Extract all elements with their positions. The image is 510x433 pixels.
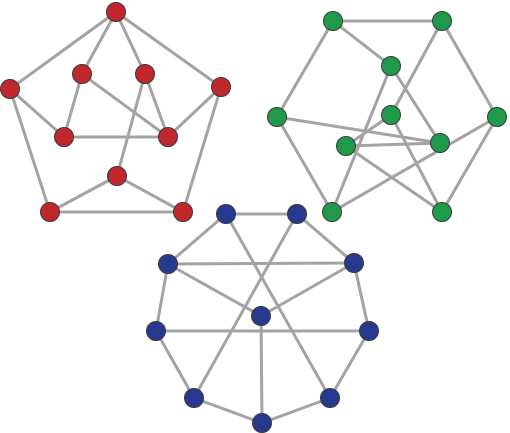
red-graph-node	[107, 166, 127, 186]
blue-graph-node	[158, 254, 178, 274]
red-graph-node	[211, 77, 231, 97]
blue-graph-node	[184, 388, 204, 408]
blue-graph-edge	[154, 262, 170, 333]
green-graph-node	[432, 11, 452, 31]
blue-graph-node	[359, 321, 379, 341]
red-graph-edge	[115, 72, 147, 178]
red-graph-edge	[114, 10, 223, 89]
blue-graph-edge	[192, 396, 264, 425]
red-graph-edge	[115, 174, 185, 214]
blue-graph-edge	[352, 261, 371, 333]
green-graph-edge	[440, 19, 499, 119]
blue-graph-node	[251, 306, 271, 326]
blue-graph-node	[287, 204, 307, 224]
red-graph-edge	[62, 72, 84, 139]
green-graph-node	[430, 133, 450, 153]
blue-graph-edge	[295, 212, 356, 265]
blue-graph-edge	[328, 329, 371, 400]
red-graph-edge	[166, 85, 223, 139]
blue-graph-edge	[259, 314, 264, 425]
red-graph-edge	[8, 10, 118, 91]
red-graph-edge	[80, 72, 170, 139]
red-graph-edge	[114, 10, 147, 76]
green-graph-edge	[389, 64, 442, 145]
green-graph-edge	[331, 19, 393, 68]
green-graph-node	[432, 202, 452, 222]
red-graph-node	[158, 127, 178, 147]
green-graph-edge	[344, 141, 442, 148]
green-graph-node	[323, 11, 343, 31]
green-graph-edge	[440, 115, 499, 214]
red-graph-edge	[143, 72, 170, 139]
blue-graph-edge	[260, 396, 332, 425]
blue-graph-edge	[259, 261, 356, 318]
blue-graph-node	[146, 321, 166, 341]
blue-graph-node	[252, 413, 272, 433]
green-graph-edge	[344, 144, 444, 214]
blue-graph-edge	[166, 262, 263, 318]
blue-graph-node	[344, 253, 364, 273]
green-graph-edge	[330, 115, 499, 214]
red-graph-node	[72, 64, 92, 84]
green-graph-edge	[275, 115, 442, 145]
red-graph-node	[135, 64, 155, 84]
blue-graph-edge	[154, 329, 196, 400]
green-graph-edge	[275, 19, 335, 119]
green-graph-node	[322, 202, 342, 222]
green-graph-edge	[275, 115, 334, 214]
red-graph-edge	[48, 174, 119, 214]
green-graph-edge	[389, 113, 444, 214]
red-graph-node	[0, 79, 20, 99]
green-graph-edge	[389, 19, 444, 117]
blue-graph-node	[320, 388, 340, 408]
green-graph-node	[381, 105, 401, 125]
red-graph-node	[106, 2, 126, 22]
red-graph-node	[54, 127, 74, 147]
green-graph-node	[487, 107, 507, 127]
red-graph-edge	[80, 10, 118, 76]
red-graph-node	[40, 202, 60, 222]
red-graph-node	[173, 202, 193, 222]
red-graph-edge	[181, 85, 223, 214]
green-graph-node	[381, 56, 401, 76]
red-graph-edge	[8, 87, 52, 214]
blue-graph-edge	[166, 212, 228, 266]
red-graph-edge	[8, 87, 66, 139]
edges-layer	[8, 10, 499, 425]
green-graph-edge	[330, 64, 393, 214]
blue-graph-node	[216, 204, 236, 224]
green-graph-node	[267, 107, 287, 127]
green-graph-node	[336, 136, 356, 156]
blue-graph-edge	[166, 261, 356, 266]
